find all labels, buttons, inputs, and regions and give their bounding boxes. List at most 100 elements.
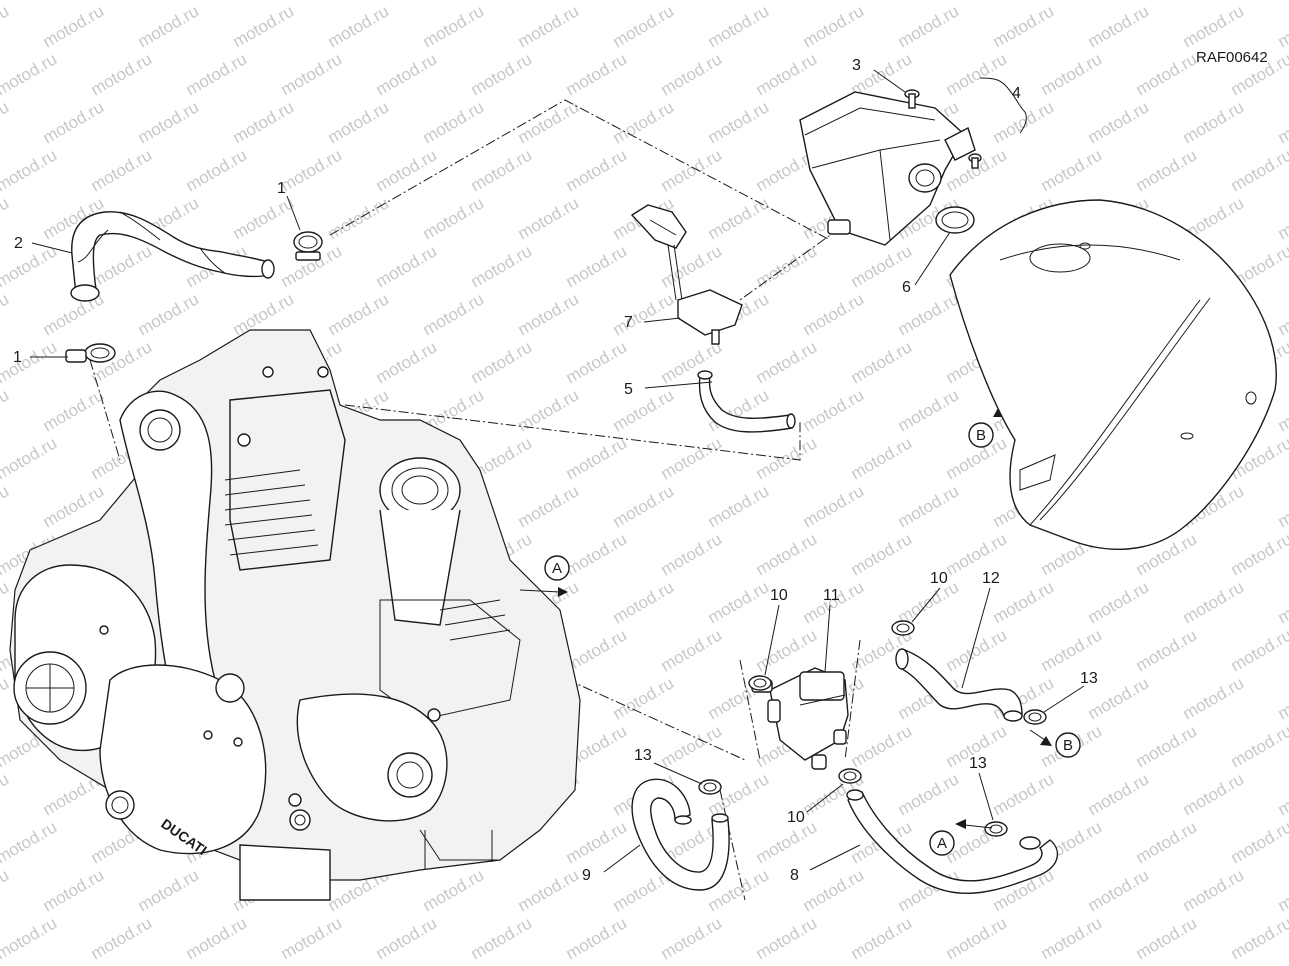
callout-10-b: 10 bbox=[930, 570, 948, 587]
marker-a-hose: A bbox=[929, 819, 993, 856]
watermark-text: motod.ru bbox=[848, 721, 916, 771]
hose-9 bbox=[631, 778, 730, 891]
watermark-text: motod.ru bbox=[705, 577, 773, 627]
watermark-text: motod.ru bbox=[1180, 865, 1248, 915]
watermark-text: motod.ru bbox=[420, 865, 488, 915]
watermark-text: motod.ru bbox=[658, 625, 726, 675]
callout-1-lower: 1 bbox=[13, 349, 22, 366]
watermark-text: motod.ru bbox=[705, 1, 773, 51]
callout-2: 2 bbox=[14, 235, 23, 252]
watermark-text: motod.ru bbox=[0, 385, 12, 435]
watermark-text: motod.ru bbox=[420, 1, 488, 51]
watermark-text: motod.ru bbox=[943, 625, 1011, 675]
watermark-text: motod.ru bbox=[1133, 913, 1201, 963]
watermark-text: motod.ru bbox=[0, 817, 60, 867]
watermark-text: motod.ru bbox=[230, 1, 298, 51]
watermark-text: motod.ru bbox=[610, 385, 678, 435]
watermark-text: motod.ru bbox=[1085, 865, 1153, 915]
watermark-text: motod.ru bbox=[1228, 721, 1289, 771]
watermark-text: motod.ru bbox=[563, 337, 631, 387]
watermark-text: motod.ru bbox=[848, 913, 916, 963]
watermark-text: motod.ru bbox=[0, 145, 60, 195]
callout-10-a: 10 bbox=[770, 587, 788, 604]
hose-clamp-13-a bbox=[1023, 709, 1047, 725]
watermark-text: motod.ru bbox=[943, 529, 1011, 579]
callout-12: 12 bbox=[982, 570, 1000, 587]
hose-clamp-13-c bbox=[984, 821, 1008, 837]
watermark-text: motod.ru bbox=[990, 97, 1058, 147]
watermark-text: motod.ru bbox=[610, 673, 678, 723]
watermark-text: motod.ru bbox=[705, 769, 773, 819]
callouts: 1 1 2 3 4 5 6 7 8 9 10 10 10 11 12 13 13… bbox=[13, 57, 1098, 884]
callout-7: 7 bbox=[624, 314, 633, 331]
watermark-text: motod.ru bbox=[0, 481, 12, 531]
watermark-text: motod.ru bbox=[0, 913, 60, 963]
watermark-text: motod.ru bbox=[515, 865, 583, 915]
watermark-text: motod.ru bbox=[895, 289, 963, 339]
watermark-text: motod.ru bbox=[325, 97, 393, 147]
watermark-text: motod.ru bbox=[0, 97, 12, 147]
hose-clamp-10-a bbox=[748, 675, 772, 691]
watermark-text: motod.ru bbox=[135, 289, 203, 339]
watermark-text: motod.ru bbox=[563, 913, 631, 963]
hose-clamp-13-b bbox=[698, 779, 722, 795]
watermark-text: motod.ru bbox=[800, 385, 868, 435]
callout-10-c: 10 bbox=[787, 809, 805, 826]
watermark-text: motod.ru bbox=[88, 241, 156, 291]
watermark-text: motod.ru bbox=[1085, 97, 1153, 147]
watermark-text: motod.ru bbox=[1038, 625, 1106, 675]
watermark-text: motod.ru bbox=[610, 1, 678, 51]
watermark-text: motod.ru bbox=[1275, 385, 1289, 435]
watermark-text: motod.ru bbox=[1275, 769, 1289, 819]
watermark-text: motod.ru bbox=[610, 481, 678, 531]
watermark-text: motod.ru bbox=[563, 529, 631, 579]
watermark-text: motod.ru bbox=[515, 1, 583, 51]
watermark-text: motod.ru bbox=[800, 481, 868, 531]
watermark-text: motod.ru bbox=[1275, 97, 1289, 147]
watermark-text: motod.ru bbox=[753, 433, 821, 483]
watermark-text: motod.ru bbox=[1275, 673, 1289, 723]
hose-clamp-10-b bbox=[891, 620, 915, 636]
watermark-text: motod.ru bbox=[278, 145, 346, 195]
watermark-text: motod.ru bbox=[895, 385, 963, 435]
watermark-text: motod.ru bbox=[373, 337, 441, 387]
watermark-text: motod.ru bbox=[800, 289, 868, 339]
watermark-text: motod.ru bbox=[0, 1, 12, 51]
watermark-text: motod.ru bbox=[515, 385, 583, 435]
watermark-text: motod.ru bbox=[373, 241, 441, 291]
watermark-text: motod.ru bbox=[420, 193, 488, 243]
watermark-text: motod.ru bbox=[1180, 1, 1248, 51]
bracket-4 bbox=[979, 77, 1027, 134]
watermark-text: motod.ru bbox=[800, 1, 868, 51]
watermark-text: motod.ru bbox=[990, 1, 1058, 51]
solenoid-valve-11 bbox=[751, 667, 849, 770]
watermark-text: motod.ru bbox=[1228, 625, 1289, 675]
watermark-text: motod.ru bbox=[230, 193, 298, 243]
watermark-text: motod.ru bbox=[563, 433, 631, 483]
watermark-text: motod.ru bbox=[88, 913, 156, 963]
watermark-text: motod.ru bbox=[1228, 817, 1289, 867]
watermark-text: motod.ru bbox=[135, 1, 203, 51]
watermark-text: motod.ru bbox=[563, 145, 631, 195]
callout-9: 9 bbox=[582, 867, 591, 884]
callout-4: 4 bbox=[1012, 85, 1021, 102]
watermark-text: motod.ru bbox=[1228, 529, 1289, 579]
watermark-text: motod.ru bbox=[1133, 721, 1201, 771]
screw-3 bbox=[904, 89, 920, 109]
watermark-text: motod.ru bbox=[753, 529, 821, 579]
reference-code: RAF00642 bbox=[1196, 49, 1268, 66]
engine-assembly: DUCATI bbox=[9, 329, 581, 901]
watermark-text: motod.ru bbox=[658, 145, 726, 195]
watermark-text: motod.ru bbox=[1228, 913, 1289, 963]
watermark-text: motod.ru bbox=[1180, 673, 1248, 723]
watermark-text: motod.ru bbox=[40, 385, 108, 435]
watermark-text: motod.ru bbox=[1133, 625, 1201, 675]
svg-text:A: A bbox=[552, 560, 562, 577]
watermark-text: motod.ru bbox=[515, 193, 583, 243]
hose-clamp-10-c bbox=[838, 768, 862, 784]
watermark-text: motod.ru bbox=[848, 529, 916, 579]
fuel-tank bbox=[949, 199, 1277, 550]
watermark-text: motod.ru bbox=[1180, 577, 1248, 627]
watermark-text: motod.ru bbox=[468, 49, 536, 99]
